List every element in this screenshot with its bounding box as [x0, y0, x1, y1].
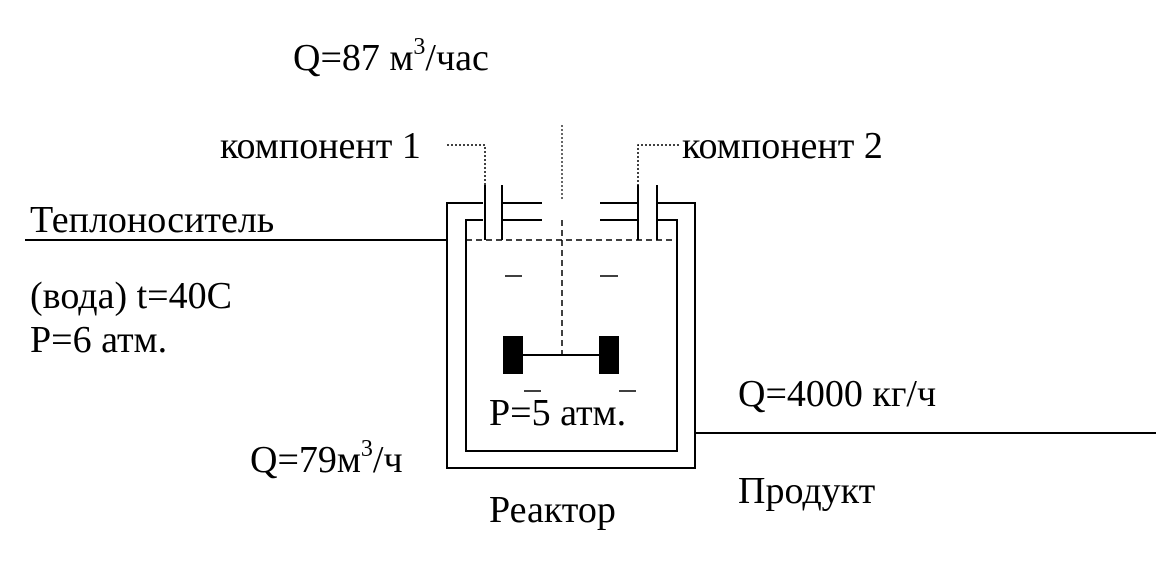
coolant-title: Теплоноситель	[30, 199, 274, 241]
component-1-leader	[447, 144, 486, 185]
component-2-leader	[637, 144, 679, 185]
product-flow: Q=4000 кг/ч	[738, 373, 936, 415]
reactor-name: Реактор	[489, 489, 616, 531]
coolant-pressure: Р=6 атм.	[30, 319, 167, 361]
product-name: Продукт	[738, 470, 876, 512]
top-flow-label: Q=87 м3/час	[293, 34, 489, 79]
component-2-label: компонент 2	[682, 125, 883, 167]
inlet-pipe-1	[484, 185, 542, 240]
reactor-vessel	[465, 219, 678, 452]
inlet-pipe-2	[600, 185, 658, 240]
coolant-flow-label: Q=79м3/ч	[250, 436, 403, 481]
impeller	[503, 336, 619, 374]
reactor-jacket	[446, 202, 696, 469]
component-1-label: компонент 1	[220, 125, 421, 167]
reactor-pressure: Р=5 атм.	[489, 392, 626, 434]
coolant-detail: (вода) t=40С	[30, 275, 232, 317]
